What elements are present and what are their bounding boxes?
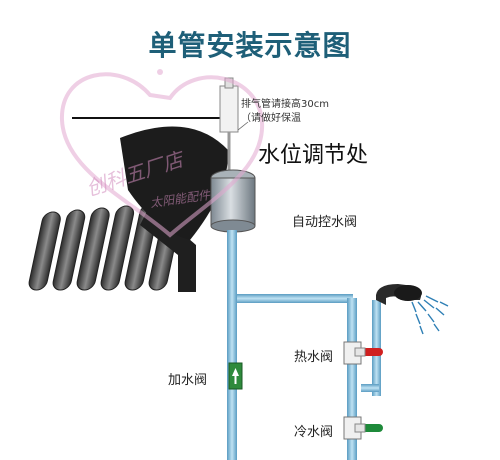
main-pipe: [227, 230, 237, 460]
watermark-heart: [59, 69, 265, 238]
cold-valve: [343, 416, 383, 440]
fill-valve: [228, 362, 243, 390]
vent-pipe: [219, 77, 239, 172]
shower-head: [376, 284, 449, 335]
cold-valve-label: 冷水阀: [294, 425, 334, 440]
callout-lines: [237, 121, 249, 131]
hot-valve-label: 热水阀: [294, 350, 334, 365]
vent-note-line2: （请做好保温: [241, 113, 301, 124]
diagram-title: 单管安装示意图: [148, 29, 352, 62]
auto-control-valve-label: 自动控水阀: [292, 215, 358, 230]
hot-valve: [343, 341, 383, 365]
water-level-adjust-label: 水位调节处: [258, 143, 369, 168]
vent-note-line1: 排气管请接高30cm: [241, 99, 329, 110]
solar-collector: [28, 126, 229, 292]
fill-valve-label: 加水阀: [168, 373, 208, 388]
water-level-tank: [210, 169, 256, 233]
